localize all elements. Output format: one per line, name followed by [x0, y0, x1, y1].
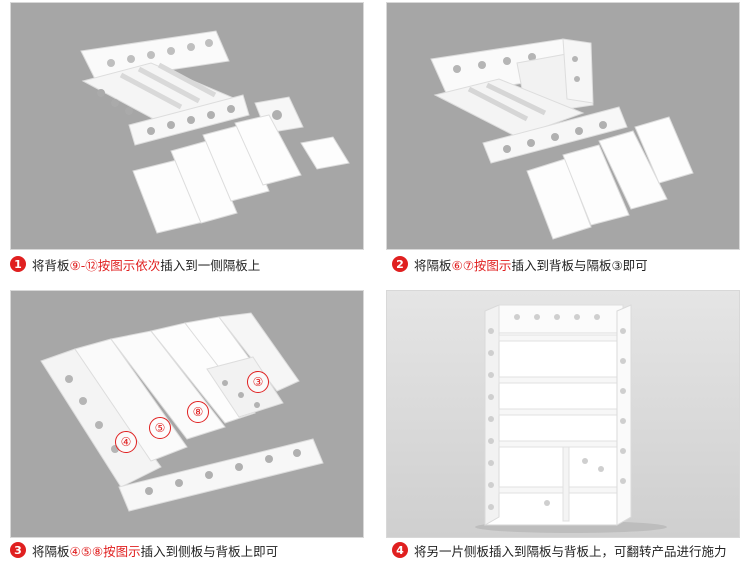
step-1-caption: 1 将背板⑨-⑫按图示依次插入到一侧隔板上 — [10, 252, 260, 276]
step-4-caption: 4 将另一片侧板插入到隔板与背板上，可翻转产品进行施力 — [392, 538, 727, 562]
step-1-text-pre: 将背板 — [32, 257, 70, 273]
step-3-text-red: ④⑤⑧按图示 — [69, 543, 141, 559]
step-3-text-pre: 将隔板 — [32, 543, 70, 559]
step-2-image — [386, 2, 740, 250]
step-2-text-post: 插入到背板与隔板③即可 — [511, 257, 648, 273]
step-1-text-post: 插入到一侧隔板上 — [160, 257, 261, 273]
step-3-text-post: 插入到侧板与背板上即可 — [140, 543, 279, 559]
step-2-text-red: ⑥⑦按图示 — [451, 257, 512, 273]
step-2-badge: 2 — [392, 256, 408, 272]
step-3-image: ③ ④ ⑤ ⑧ — [10, 290, 364, 538]
step-2-text-pre: 将隔板 — [414, 257, 452, 273]
step-3-caption: 3 将隔板④⑤⑧按图示插入到侧板与背板上即可 — [10, 538, 278, 562]
step-4-badge: 4 — [392, 542, 408, 558]
step-1-image — [10, 2, 364, 250]
step-4-image — [386, 290, 740, 538]
label-divider-4: ④ — [115, 431, 137, 453]
label-divider-8: ⑧ — [187, 401, 209, 423]
label-divider-3: ③ — [247, 371, 269, 393]
label-divider-5: ⑤ — [149, 417, 171, 439]
step-2-caption: 2 将隔板⑥⑦按图示插入到背板与隔板③即可 — [392, 252, 648, 276]
step-1-badge: 1 — [10, 256, 26, 272]
step-1-text-red: ⑨-⑫按图示依次 — [69, 257, 161, 273]
step-4-text-pre: 将另一片侧板插入到隔板与背板上，可翻转产品进行施力 — [414, 543, 727, 559]
step-3-badge: 3 — [10, 542, 26, 558]
